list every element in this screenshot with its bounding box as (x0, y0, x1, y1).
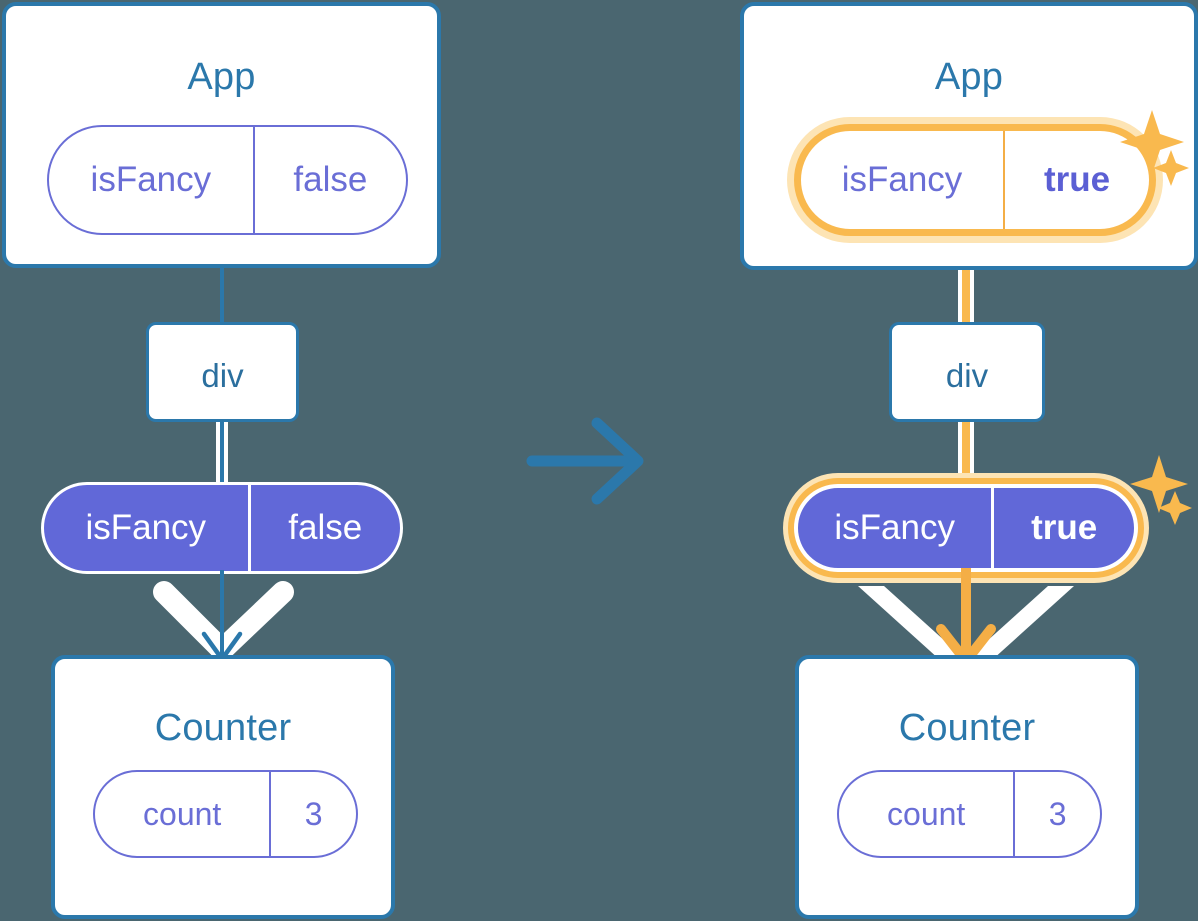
counter-title-before: Counter (154, 707, 292, 749)
app-title-after: App (934, 56, 1004, 98)
app-state-pill-after: isFancy true (794, 124, 1156, 236)
arrow-right-icon (526, 417, 644, 505)
prop-key-before: isFancy (85, 508, 207, 547)
div-element-box-after: div (889, 322, 1045, 422)
counter-component-box-after: Counter count 3 (795, 655, 1139, 919)
prop-value-after: true (991, 488, 1134, 568)
counter-title-after: Counter (898, 707, 1036, 749)
counter-state-value-before: 3 (269, 772, 356, 856)
div-element-box-before: div (146, 322, 299, 422)
app-title-before: App (187, 56, 256, 98)
div-title-before: div (201, 357, 244, 394)
counter-state-key-before: count (143, 795, 222, 832)
arrow-wings-right (858, 586, 1074, 660)
counter-state-pill-before: count 3 (93, 770, 358, 858)
prop-key-after: isFancy (834, 508, 955, 547)
arrow-wings-left (153, 581, 294, 661)
app-state-pill-before: isFancy false (47, 125, 408, 235)
counter-state-key-after: count (887, 795, 966, 832)
app-state-key-before: isFancy (90, 160, 212, 199)
app-state-value-before: false (252, 127, 406, 233)
counter-component-box-before: Counter count 3 (51, 655, 395, 919)
app-state-key-after: isFancy (841, 160, 963, 199)
counter-state-pill-after: count 3 (837, 770, 1102, 858)
app-state-value-after: true (1003, 131, 1149, 229)
prop-pill-before: isFancy false (41, 482, 403, 574)
counter-state-value-after: 3 (1013, 772, 1100, 856)
div-title-after: div (945, 357, 989, 394)
prop-value-before: false (247, 485, 400, 571)
app-component-box-before: App isFancy false (2, 2, 441, 268)
